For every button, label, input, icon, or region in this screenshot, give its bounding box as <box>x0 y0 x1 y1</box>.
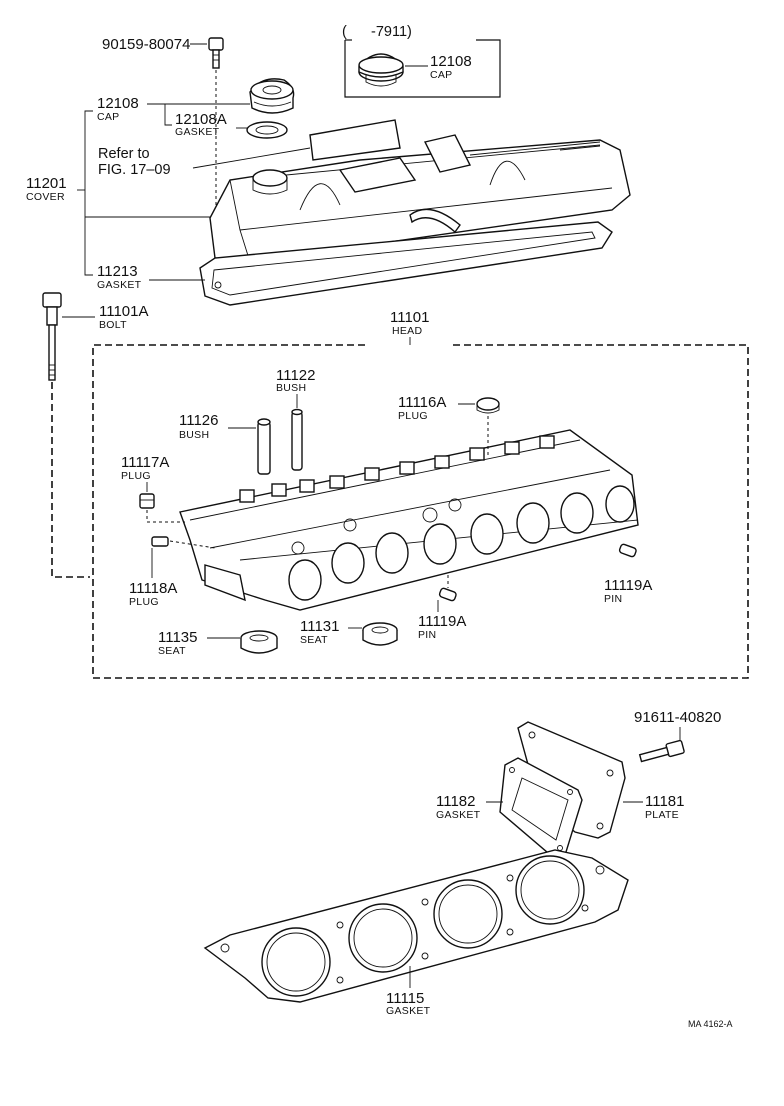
plate-bolt-icon[interactable] <box>638 739 685 763</box>
pin-right-icon[interactable] <box>618 543 637 558</box>
part-number-11181: 11181 <box>645 793 685 810</box>
part-name-gasket-11115: GASKET <box>386 1005 431 1017</box>
part-number-11131: 11131 <box>300 618 340 635</box>
label-plate-icon <box>309 119 401 161</box>
cylinder-head-cover-icon[interactable] <box>209 134 631 263</box>
part-name-bush-11126: BUSH <box>179 429 209 441</box>
part-name-cap-alt: CAP <box>430 69 453 81</box>
part-name-cap: CAP <box>97 111 120 123</box>
part-number-90159-80074: 90159-80074 <box>102 36 190 53</box>
seat-11131-icon[interactable] <box>362 622 398 646</box>
part-number-12108-alt: 12108 <box>430 53 472 70</box>
plate-gasket-icon[interactable] <box>499 757 583 859</box>
part-number-91611-40820: 91611-40820 <box>634 709 721 726</box>
part-name-gasket-11213: GASKET <box>97 279 142 291</box>
part-number-12108A: 12108A <box>175 111 227 128</box>
plug-11117A-icon[interactable] <box>139 493 155 509</box>
part-name-seat-11135: SEAT <box>158 645 186 657</box>
part-number-11126: 11126 <box>179 412 219 429</box>
part-name-head: HEAD <box>392 325 422 337</box>
part-number-11117A: 11117A <box>121 454 169 471</box>
part-number-12108: 12108 <box>97 95 139 112</box>
part-number-11115: 11115 <box>386 990 424 1007</box>
pin-bottom-icon[interactable] <box>438 587 457 602</box>
plug-11118A-icon[interactable] <box>151 536 169 547</box>
part-number-11201: 11201 <box>26 175 67 192</box>
head-bolt-icon[interactable] <box>42 292 62 381</box>
part-number-11135: 11135 <box>158 629 198 646</box>
inset-note: ( -7911) <box>342 24 412 40</box>
refer-fig-text: FIG. 17–09 <box>98 162 171 178</box>
bush-11122-icon[interactable] <box>291 408 303 471</box>
part-name-plate: PLATE <box>645 809 679 821</box>
part-name-plug-11117A: PLUG <box>121 470 151 482</box>
part-name-plug-11116A: PLUG <box>398 410 428 422</box>
part-number-11119A-right: 11119A <box>604 577 652 594</box>
part-name-gasket-12108A: GASKET <box>175 126 220 138</box>
part-number-11118A: 11118A <box>129 580 177 597</box>
part-number-11119A-bottom: 11119A <box>418 613 466 630</box>
refer-to-text: Refer to <box>98 146 150 162</box>
inset-box: ( -7911) 12108 CAP <box>342 24 501 98</box>
cap-icon[interactable] <box>358 53 404 87</box>
part-name-seat-11131: SEAT <box>300 634 328 646</box>
cap-gasket-icon[interactable] <box>246 121 288 139</box>
part-name-pin-right: PIN <box>604 593 622 605</box>
part-name-gasket-11182: GASKET <box>436 809 481 821</box>
screw-icon[interactable] <box>208 37 224 69</box>
head-gasket-icon[interactable] <box>203 849 629 1003</box>
part-number-11116A: 11116A <box>398 394 446 411</box>
oil-cap-icon[interactable] <box>249 78 295 114</box>
plug-11116A-icon[interactable] <box>476 397 500 414</box>
cover-gasket-icon[interactable] <box>199 221 613 306</box>
bush-11126-icon[interactable] <box>257 418 271 475</box>
figure-code: MA 4162-A <box>688 1019 733 1029</box>
part-number-11213: 11213 <box>97 263 138 280</box>
part-number-11122: 11122 <box>276 367 316 384</box>
part-number-11182: 11182 <box>436 793 476 810</box>
cylinder-head-icon[interactable] <box>179 429 639 611</box>
part-name-pin-bottom: PIN <box>418 629 436 641</box>
part-name-bush-11122: BUSH <box>276 382 306 394</box>
part-name-cover: COVER <box>26 191 65 203</box>
part-number-11101A: 11101A <box>99 303 149 320</box>
part-number-11101: 11101 <box>390 309 430 326</box>
seat-11135-icon[interactable] <box>240 630 278 654</box>
part-name-plug-11118A: PLUG <box>129 596 159 608</box>
part-name-bolt: BOLT <box>99 319 127 331</box>
